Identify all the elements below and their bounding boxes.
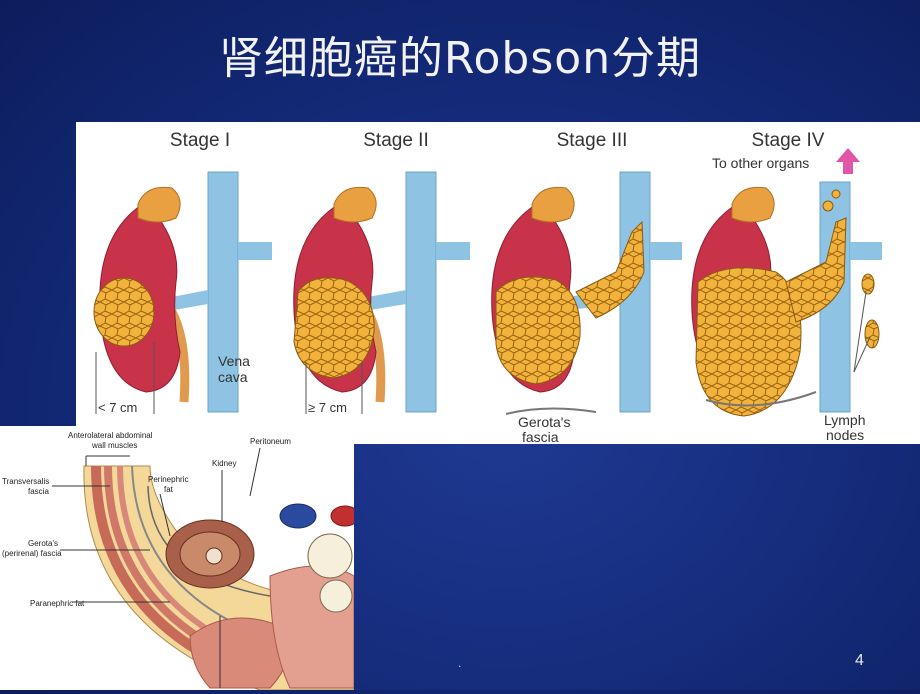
stage-3-illustration: Gerota's fascia [491, 171, 682, 445]
lymph-line2: nodes [826, 427, 864, 443]
perinephric-line2: fat [164, 485, 174, 494]
transversalis-line2: fascia [28, 487, 49, 496]
anterolateral-line1: Anterolateral abdominal [68, 431, 153, 440]
stage-3-label: Stage III [557, 130, 628, 151]
anatomy-figure: Anterolateral abdominal wall muscles Per… [0, 426, 360, 691]
stage-2-illustration: ≥ 7 cm [293, 171, 470, 415]
gerota-line2: fascia [522, 429, 559, 444]
gerota-anatomy-line1: Gerota's [28, 539, 58, 548]
vena-cava-line1: Vena [218, 353, 250, 369]
paranephric-label: Paranephric fat [30, 599, 85, 608]
slide-title: 肾细胞癌的Robson分期 [218, 33, 702, 84]
vena-cava-line2: cava [218, 369, 248, 385]
lymph-line1: Lymph [824, 412, 866, 428]
size-ge-label: ≥ 7 cm [308, 400, 347, 415]
to-other-organs-label: To other organs [712, 155, 809, 171]
anterolateral-line2: wall muscles [91, 441, 137, 450]
transversalis-line1: Transversalis [2, 477, 49, 486]
anatomy-illustration: Anterolateral abdominal wall muscles Per… [2, 431, 360, 691]
up-arrow-icon [836, 148, 860, 174]
kidney-label: Kidney [212, 459, 236, 468]
stage-4-illustration: To other organs Lymph nodes [691, 148, 882, 443]
perinephric-line1: Perinephric [148, 475, 188, 484]
stage-2-label: Stage II [363, 130, 429, 151]
stage-4-label: Stage IV [752, 130, 825, 151]
stage-1-label: Stage I [170, 130, 230, 151]
gerota-anatomy-line2: (perirenal) fascia [2, 549, 62, 558]
stage-1-illustration: Vena cava < 7 cm [93, 171, 272, 415]
page-number: 4 [855, 652, 864, 669]
size-lt-label: < 7 cm [98, 400, 137, 415]
footer-dot: . [458, 656, 462, 670]
gerota-line1: Gerota's [518, 414, 570, 430]
staging-figure: Stage I Stage II Stage III Stage IV Vena… [76, 122, 920, 445]
peritoneum-label: Peritoneum [250, 437, 291, 446]
staging-illustration: Stage I Stage II Stage III Stage IV Vena… [93, 130, 882, 445]
